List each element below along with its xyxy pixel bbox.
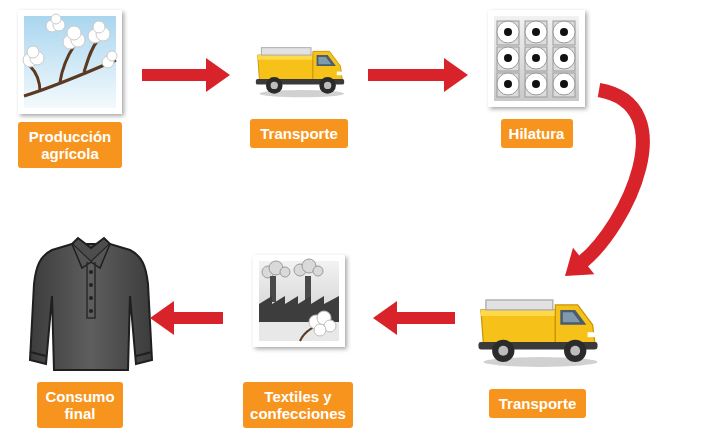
drawing-part: [395, 312, 455, 324]
drawing-part: [532, 80, 540, 88]
drawing-part: [87, 262, 95, 318]
step-label: Hilatura: [501, 119, 573, 148]
drawing-part: [553, 21, 575, 45]
drawing-part: [142, 69, 208, 81]
factory-icon: [253, 255, 345, 347]
drawing-part: [525, 73, 547, 95]
drawing-part: [93, 21, 105, 33]
drawing-part: [89, 283, 93, 287]
drawing-part: [497, 21, 519, 45]
drawing-part: [525, 47, 547, 69]
drawing-part: [553, 47, 575, 71]
drawing-part: [89, 296, 93, 300]
drawing-part: [497, 73, 519, 95]
drawing-part: [262, 259, 323, 278]
drawing-part: [444, 58, 468, 92]
drawing-part: [560, 80, 568, 88]
step-label: Textiles y confecciones: [243, 382, 353, 428]
drawing-part: [532, 54, 540, 62]
step-label: Producción agrícola: [18, 122, 122, 168]
drawing-part: [27, 46, 39, 58]
drawing-part: [497, 21, 519, 43]
drawing-part: [150, 301, 174, 335]
drawing-part: [30, 244, 152, 370]
drawing-part: [582, 90, 643, 262]
drawing-part: [373, 301, 397, 335]
flow-arrow: [142, 58, 230, 92]
drawing-part: [553, 47, 575, 69]
drawing-part: [313, 266, 323, 276]
drawing-part: [488, 10, 585, 107]
drawing-part: [565, 248, 594, 276]
truck-icon: [256, 48, 344, 98]
drawing-part: [259, 261, 339, 341]
drawing-part: [30, 352, 152, 356]
flow-arrow: [565, 90, 643, 276]
flow-arrow: [150, 301, 223, 335]
drawing-part: [504, 54, 512, 62]
drawing-part: [72, 244, 110, 268]
drawing-part: [172, 312, 223, 324]
process-step: Hilatura: [488, 10, 585, 148]
drawing-part: [89, 270, 93, 274]
drawing-part: [525, 47, 547, 71]
process-step: Consumo final: [30, 232, 130, 428]
drawing-part: [89, 270, 93, 313]
drawing-part: [51, 14, 61, 24]
drawing-part: [309, 311, 336, 336]
drawing-part: [89, 309, 93, 313]
step-label: Consumo final: [37, 382, 123, 428]
drawing-part: [504, 80, 512, 88]
drawing-part: [253, 255, 345, 347]
drawing-part: [560, 54, 568, 62]
truck-icon: [478, 300, 597, 367]
drawing-part: [532, 28, 540, 36]
drawing-part: [23, 14, 117, 68]
drawing-part: [525, 73, 547, 97]
drawing-part: [280, 267, 290, 277]
drawing-part: [497, 73, 519, 97]
drawing-part: [525, 21, 547, 45]
drawing-part: [24, 16, 116, 108]
process-step: Transporte: [250, 30, 348, 148]
drawing-part: [497, 47, 519, 69]
drawing-part: [553, 73, 575, 97]
drawing-part: [560, 28, 568, 36]
spools-icon: [488, 10, 585, 107]
drawing-part: [494, 16, 579, 101]
drawing-part: [553, 73, 575, 95]
drawing-part: [206, 58, 230, 92]
flow-arrow: [368, 58, 468, 92]
drawing-part: [553, 21, 575, 43]
flow-arrow: [373, 301, 455, 335]
cotton-plant-icon: [18, 10, 122, 114]
drawing-part: [368, 69, 446, 81]
drawing-part: [107, 51, 117, 61]
drawing-part: [497, 47, 519, 71]
drawing-part: [67, 26, 81, 40]
drawing-part: [497, 21, 575, 97]
step-label: Transporte: [489, 389, 586, 418]
shirt-icon: [30, 238, 152, 370]
process-step: Textiles y confecciones: [243, 252, 353, 428]
drawing-part: [525, 21, 547, 43]
drawing-part: [504, 28, 512, 36]
process-step: Producción agrícola: [18, 10, 122, 168]
drawing-part: [314, 324, 326, 336]
process-step: Transporte: [475, 280, 600, 418]
step-label: Transporte: [250, 119, 348, 148]
drawing-part: [18, 10, 122, 114]
